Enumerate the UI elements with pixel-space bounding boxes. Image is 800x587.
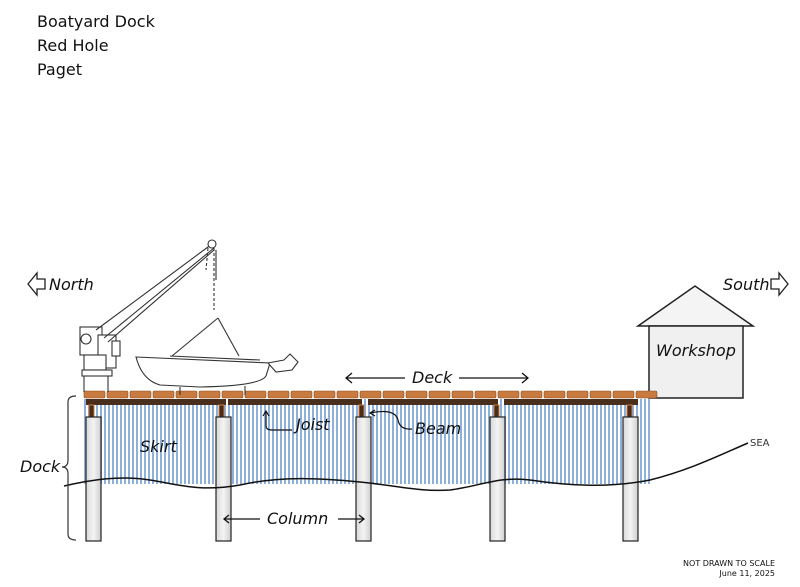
- deck-plank: [428, 390, 451, 399]
- beam-label: Beam: [415, 419, 461, 438]
- deck-plank: [290, 390, 313, 399]
- deck-plank: [497, 390, 520, 399]
- deck-plank: [359, 390, 382, 399]
- deck-plank: [589, 390, 612, 399]
- scale-note: NOT DRAWN TO SCALE: [683, 559, 775, 568]
- north-label: North: [49, 275, 94, 294]
- columns: [85, 416, 639, 542]
- deck-plank: [175, 390, 198, 399]
- deck-plank: [520, 390, 543, 399]
- deck-plank: [83, 390, 106, 399]
- boat-icon: [135, 317, 299, 395]
- beam-pointer-arrow: [368, 409, 413, 430]
- joist-pointer-arrow: [262, 409, 292, 431]
- deck-plank: [313, 390, 336, 399]
- deck-plank: [474, 390, 497, 399]
- deck-dimension-arrow: [344, 372, 530, 384]
- deck-plank: [221, 390, 244, 399]
- sea-line: [63, 442, 749, 492]
- south-arrow-icon: [770, 271, 789, 297]
- deck-plank: [244, 390, 267, 399]
- deck-plank: [152, 390, 175, 399]
- crane-icon: [79, 239, 217, 392]
- deck-plank: [106, 390, 129, 399]
- deck-plank: [129, 390, 152, 399]
- north-arrow-icon: [27, 271, 46, 297]
- dock-brace: [61, 395, 77, 541]
- deck-plank: [405, 390, 428, 399]
- workshop-building: [635, 285, 756, 399]
- deck-plank: [382, 390, 405, 399]
- deck-plank: [451, 390, 474, 399]
- deck-plank: [543, 390, 566, 399]
- deck-label: Deck: [412, 368, 453, 387]
- deck-plank: [612, 390, 635, 399]
- title-line-parish: Paget: [37, 60, 83, 79]
- sea-label: SEA: [750, 438, 770, 449]
- south-label: South: [723, 275, 770, 294]
- deck-plank: [267, 390, 290, 399]
- deck-plank: [336, 390, 359, 399]
- title-line-area: Red Hole: [37, 36, 109, 55]
- skirt-label: Skirt: [140, 437, 177, 456]
- title-line-location: Boatyard Dock: [37, 12, 155, 31]
- joist-label: Joist: [293, 415, 330, 434]
- deck-plank: [566, 390, 589, 399]
- column-dimension-arrow: [222, 514, 366, 524]
- column-label: Column: [267, 509, 328, 528]
- diagram-title: Boatyard Dock Red Hole Paget: [37, 10, 155, 82]
- dock-label: Dock: [20, 457, 61, 476]
- diagram-date: June 11, 2025: [718, 569, 775, 578]
- deck-planks: [83, 390, 658, 399]
- joists: [86, 399, 638, 405]
- deck-plank: [635, 390, 658, 399]
- workshop-label: Workshop: [656, 341, 736, 360]
- deck-plank: [198, 390, 221, 399]
